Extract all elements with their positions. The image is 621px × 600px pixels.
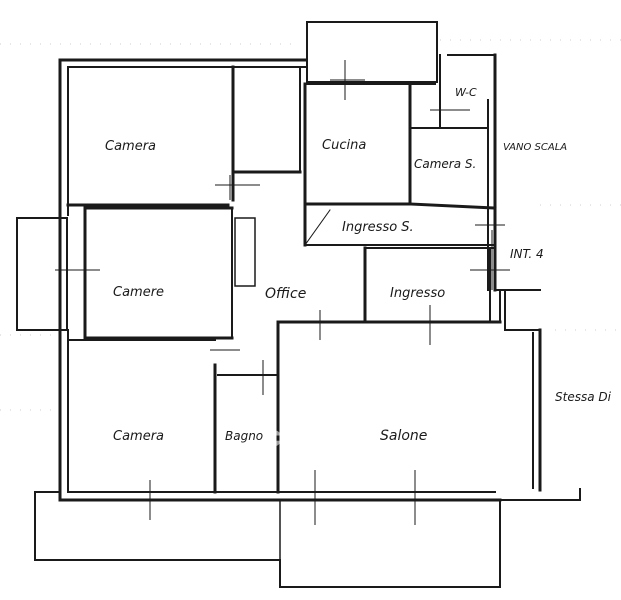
opening-marks <box>149 60 510 525</box>
watermark: casa.it <box>265 420 358 453</box>
room-label-camera-top: Camera <box>105 139 156 154</box>
room-label-camera-s: Camera S. <box>414 157 476 171</box>
terrace <box>34 488 581 588</box>
kitchen-balcony <box>306 21 438 83</box>
room-label-ingresso: Ingresso <box>390 286 445 301</box>
interior-walls <box>66 54 502 494</box>
scan-noise <box>0 39 621 411</box>
room-label-ingresso-s: Ingresso S. <box>342 220 414 235</box>
room-label-office: Office <box>265 286 306 302</box>
neighbour-note: Stessa Di <box>555 390 612 404</box>
unit-number: INT. 4 <box>510 247 544 261</box>
room-label-wc: W-C <box>455 86 477 99</box>
room-label-camera-bottom: Camera <box>113 429 164 444</box>
room-label-camera-mid: Camere <box>113 285 164 300</box>
stair-note: VANO SCALA <box>503 142 567 153</box>
room-label-bagno: Bagno <box>225 429 263 443</box>
room-label-cucina: Cucina <box>322 138 366 153</box>
outer-walls <box>58 53 542 502</box>
left-bay <box>16 217 100 331</box>
room-label-salone: Salone <box>380 428 427 444</box>
